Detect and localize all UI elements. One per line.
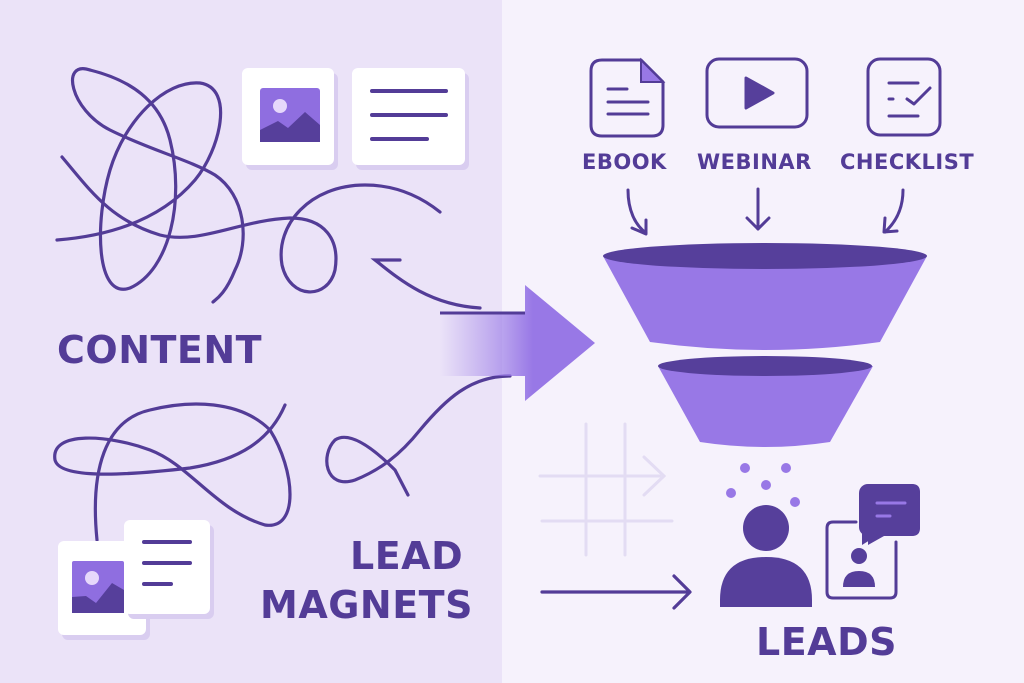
magnet-arrows xyxy=(626,187,905,236)
content-label: CONTENT xyxy=(57,328,263,372)
tangle-scribble-top xyxy=(55,67,482,310)
checklist-label: CHECKLIST xyxy=(840,150,975,174)
lead-dots xyxy=(726,463,800,507)
webinar-play-icon xyxy=(705,57,809,129)
content-card-image xyxy=(242,68,334,165)
content-card-text xyxy=(352,68,465,165)
faint-grid-decoration xyxy=(538,422,674,557)
lead-magnets-label-line2: MAGNETS xyxy=(260,583,473,627)
tangle-scribble-bottom xyxy=(53,374,512,542)
lead-magnet-card-text xyxy=(124,520,210,614)
person-icon xyxy=(720,505,812,607)
chat-bubble-icon xyxy=(859,484,920,545)
funnel-icon xyxy=(603,243,927,447)
checklist-icon xyxy=(866,57,942,137)
leads-label: LEADS xyxy=(756,620,897,664)
big-arrow-icon xyxy=(440,285,595,401)
contact-card-icon xyxy=(825,520,898,600)
leads-arrow-icon xyxy=(540,574,692,610)
ebook-label: EBOOK xyxy=(582,150,667,174)
webinar-label: WEBINAR xyxy=(697,150,812,174)
lead-magnets-label-line1: LEAD xyxy=(350,534,464,578)
ebook-document-icon xyxy=(589,57,666,138)
